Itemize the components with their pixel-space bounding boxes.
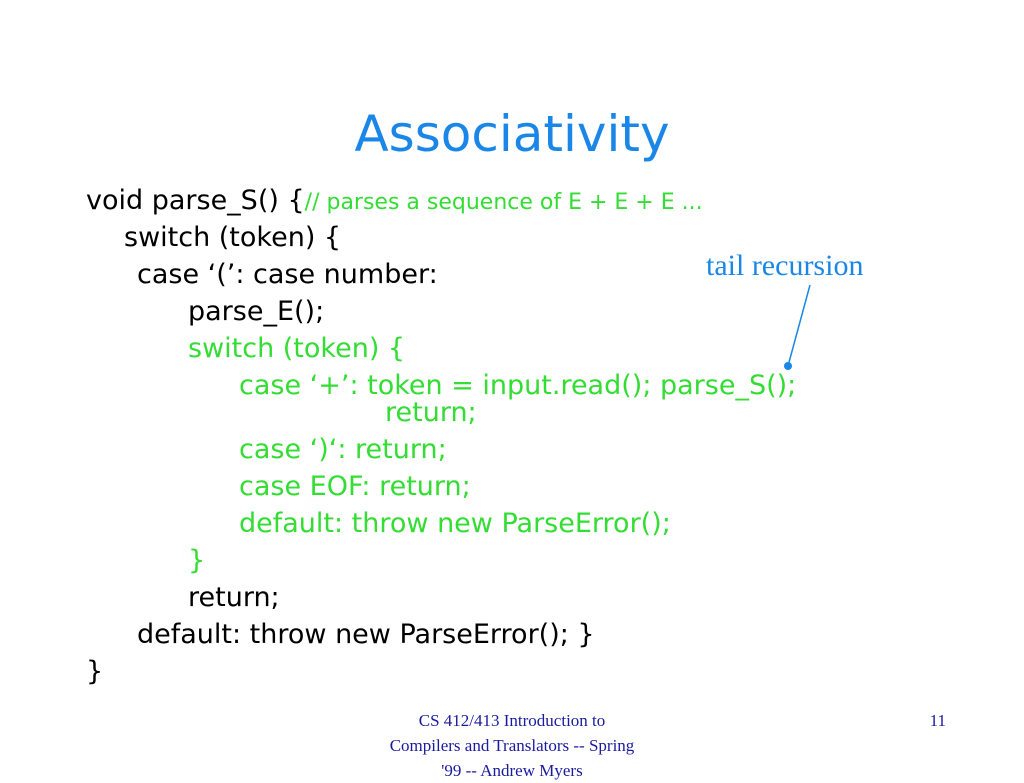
- code-line: default: throw new ParseError(); }: [137, 619, 595, 650]
- code-line: case ‘(’: case number:: [137, 259, 438, 290]
- code-line: }: [188, 545, 206, 576]
- slide-title: Associativity: [354, 105, 670, 163]
- footer-line: Compilers and Translators -- Spring: [389, 736, 635, 755]
- footer-line: CS 412/413 Introduction to: [418, 711, 606, 730]
- code-line: parse_E();: [188, 296, 325, 327]
- code-line: return;: [188, 582, 280, 613]
- code-line: switch (token) {: [124, 222, 342, 253]
- code-comment: // parses a sequence of E + E + E ...: [304, 190, 703, 215]
- code-line: switch (token) {: [188, 333, 406, 364]
- tail-recursion-annotation: tail recursion: [706, 249, 864, 282]
- callout-line: [787, 284, 811, 367]
- page-number: 11: [929, 711, 946, 730]
- code-line: case ‘+’: token = input.read(); parse_S(…: [239, 370, 797, 401]
- code-line: return;: [385, 397, 477, 428]
- code-line: void parse_S() {// parses a sequence of …: [86, 184, 703, 220]
- code-line: default: throw new ParseError();: [239, 508, 671, 539]
- footer-line: '99 -- Andrew Myers: [441, 761, 583, 780]
- code-text: void parse_S() {: [86, 185, 305, 216]
- code-line: }: [86, 656, 104, 687]
- code-line: case EOF: return;: [239, 471, 471, 502]
- code-line: case ‘)‘: return;: [239, 434, 447, 465]
- slide-footer: CS 412/413 Introduction to Compilers and…: [352, 708, 672, 783]
